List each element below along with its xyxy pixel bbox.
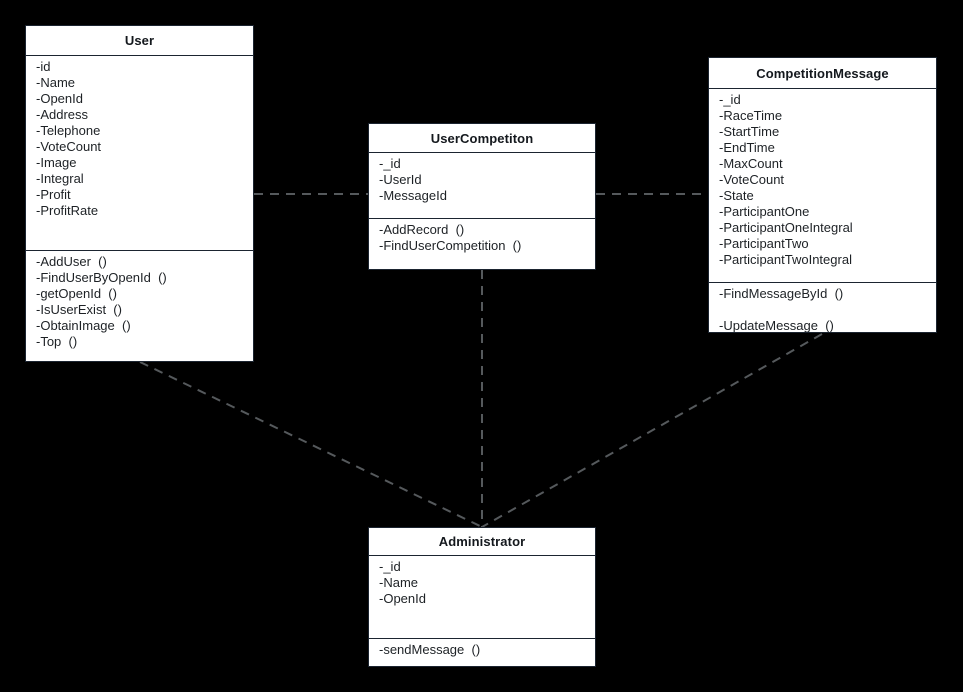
class-attributes-competitionmessage: -_id-RaceTime-StartTime-EndTime-MaxCount… bbox=[709, 89, 936, 282]
connector-competitionmessage-to-administrator bbox=[481, 333, 823, 528]
class-member: -OpenId bbox=[36, 91, 83, 106]
class-title-usercompetiton: UserCompetiton bbox=[369, 124, 595, 153]
class-member: -Profit bbox=[36, 187, 71, 202]
class-member: -Name bbox=[36, 75, 76, 90]
class-member: -RaceTime bbox=[719, 108, 783, 123]
class-title-competitionmessage: CompetitionMessage bbox=[709, 58, 936, 89]
class-member: -EndTime bbox=[719, 140, 775, 155]
class-methods-usercompetiton: -AddRecord ()-FindUserCompetition () bbox=[369, 218, 595, 269]
class-member bbox=[719, 302, 936, 318]
class-member: -AddRecord () bbox=[379, 222, 465, 237]
class-box-usercompetiton[interactable]: UserCompetiton -_id-UserId-MessageId -Ad… bbox=[368, 123, 596, 270]
class-member: -Integral bbox=[36, 171, 84, 186]
class-member: -UserId bbox=[379, 172, 422, 187]
connector-user-to-administrator bbox=[139, 361, 483, 528]
class-member: -IsUserExist () bbox=[36, 302, 122, 317]
class-member: -UpdateMessage () bbox=[719, 318, 834, 332]
class-methods-user: -AddUser ()-FindUserByOpenId ()-getOpenI… bbox=[26, 250, 253, 361]
class-methods-competitionmessage: -FindMessageById () -UpdateMessage () bbox=[709, 282, 936, 332]
class-member: -Image bbox=[36, 155, 77, 170]
class-box-administrator[interactable]: Administrator -_id-Name-OpenId -sendMess… bbox=[368, 527, 596, 667]
class-attributes-usercompetiton: -_id-UserId-MessageId bbox=[369, 153, 595, 218]
class-member: -StartTime bbox=[719, 124, 780, 139]
class-member: -State bbox=[719, 188, 754, 203]
class-box-competitionmessage[interactable]: CompetitionMessage -_id-RaceTime-StartTi… bbox=[708, 57, 937, 333]
class-title-administrator: Administrator bbox=[369, 528, 595, 556]
class-member: -OpenId bbox=[379, 591, 426, 606]
class-member: -_id bbox=[379, 559, 401, 574]
class-member: -sendMessage () bbox=[379, 642, 481, 657]
class-member: -getOpenId () bbox=[36, 286, 117, 301]
class-member: -MaxCount bbox=[719, 156, 783, 171]
class-member: -Name bbox=[379, 575, 419, 590]
class-member: -ObtainImage () bbox=[36, 318, 131, 333]
class-member: -VoteCount bbox=[719, 172, 785, 187]
class-member: -AddUser () bbox=[36, 254, 107, 269]
class-member: -ParticipantOne bbox=[719, 204, 810, 219]
class-member: -ProfitRate bbox=[36, 203, 99, 218]
class-member: -Top () bbox=[36, 334, 78, 349]
class-box-user[interactable]: User -id-Name-OpenId-Address-Telephone-V… bbox=[25, 25, 254, 362]
class-member: -ParticipantOneIntegral bbox=[719, 220, 853, 235]
class-member: -Address bbox=[36, 107, 89, 122]
class-member: -_id bbox=[379, 156, 401, 171]
class-member: -ParticipantTwoIntegral bbox=[719, 252, 852, 267]
class-member: -FindUserCompetition () bbox=[379, 238, 522, 253]
class-methods-administrator: -sendMessage () bbox=[369, 638, 595, 666]
class-member: -_id bbox=[719, 92, 741, 107]
class-member: -MessageId bbox=[379, 188, 447, 203]
class-member: -FindMessageById () bbox=[719, 286, 844, 301]
class-member: -ParticipantTwo bbox=[719, 236, 809, 251]
class-member: -VoteCount bbox=[36, 139, 102, 154]
class-member: -FindUserByOpenId () bbox=[36, 270, 167, 285]
class-member: -id bbox=[36, 59, 51, 74]
class-attributes-user: -id-Name-OpenId-Address-Telephone-VoteCo… bbox=[26, 56, 253, 250]
class-title-user: User bbox=[26, 26, 253, 56]
class-member: -Telephone bbox=[36, 123, 101, 138]
class-attributes-administrator: -_id-Name-OpenId bbox=[369, 556, 595, 638]
